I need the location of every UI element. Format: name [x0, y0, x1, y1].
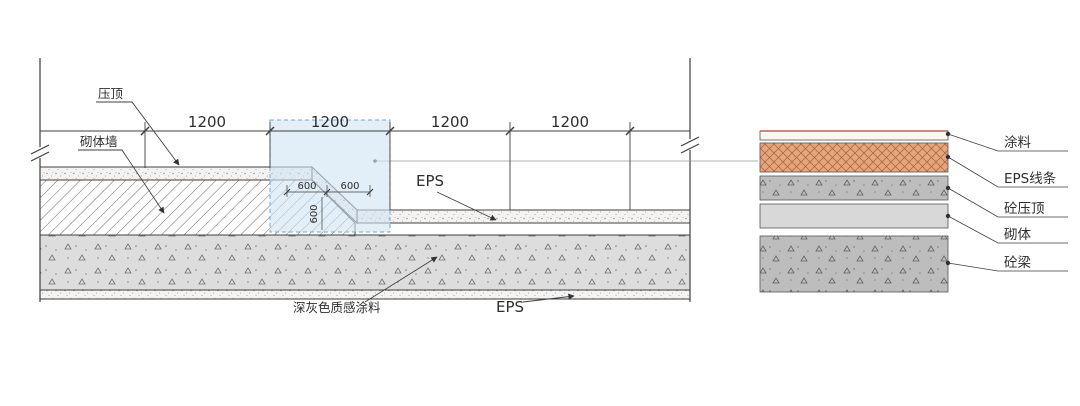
legend-leader-line — [947, 187, 1068, 218]
dark-gray-coating-leader-line — [364, 256, 438, 303]
coping-leader-line — [96, 101, 180, 166]
dim-tick — [265, 126, 275, 136]
dim-tick — [366, 188, 374, 196]
legend-swatch-masonry — [759, 203, 949, 229]
dark-gray-coating-label: 深灰色质感涂料 — [293, 300, 381, 315]
legend-callout-concrete-coping: 砼压顶 — [945, 185, 1068, 218]
legend-callout-coating: 涂料 — [945, 131, 1068, 152]
legend-swatch-eps-line — [759, 142, 949, 173]
render-band-lower — [356, 209, 691, 224]
legend-leader-line — [947, 262, 1068, 272]
break-symbol — [680, 136, 700, 147]
legend-label-concrete-coping: 砼压顶 — [1004, 201, 1045, 217]
legend-label-coating: 涂料 — [1004, 135, 1032, 151]
legend-callout-masonry: 砌体 — [945, 213, 1068, 244]
dim-tick — [505, 126, 515, 136]
legend-swatch-coating — [759, 130, 949, 141]
eps-lower-label: EPS — [496, 298, 524, 316]
legend-callout-eps-line: EPS线条 — [945, 154, 1068, 188]
left-boundary-line — [30, 58, 50, 302]
legend-swatch-concrete-coping — [759, 175, 949, 201]
legend-label-masonry: 砌体 — [1004, 227, 1032, 243]
dim-tick — [283, 188, 291, 196]
callout-eps-lower: EPS — [496, 293, 575, 316]
break-symbol — [30, 151, 50, 162]
dim-tick — [140, 126, 150, 136]
dim-1200-4: 1200 — [551, 113, 589, 131]
dim-600-2: 600 — [340, 181, 359, 192]
legend-label-concrete-beam: 砼梁 — [1004, 255, 1032, 271]
dim-600-vertical: 600 — [309, 204, 320, 223]
dim-600-1: 600 — [297, 181, 316, 192]
legend-leader-line — [947, 133, 1068, 152]
dimension-line — [40, 122, 690, 210]
callout-masonry-wall: 砌体墙 — [78, 134, 165, 214]
masonry-wall-label: 砌体墙 — [80, 134, 118, 149]
dim-1200-3: 1200 — [431, 113, 469, 131]
detail-highlight-box — [269, 119, 391, 233]
dim-tick — [323, 188, 331, 196]
legend: 涂料 EPS线条 砼压顶 砌体 砼梁 — [759, 130, 1068, 293]
right-boundary-line — [680, 58, 700, 302]
eps-bottom-band — [39, 289, 691, 300]
break-symbol — [30, 144, 50, 155]
masonry-wall-leader-line — [78, 149, 165, 214]
main-section: 1200 1200 1200 1200 600 600 600 压顶 砌体墙 E… — [30, 58, 758, 316]
eps-upper-label: EPS — [416, 172, 444, 190]
legend-label-eps-line: EPS线条 — [1004, 170, 1057, 187]
break-symbol — [680, 143, 700, 154]
dim-1200-2: 1200 — [311, 113, 349, 131]
dim-tick — [625, 126, 635, 136]
callout-dark-gray-coating: 深灰色质感涂料 — [293, 256, 438, 315]
callout-eps-upper: EPS — [416, 172, 497, 221]
legend-callout-concrete-beam: 砼梁 — [945, 255, 1068, 272]
step-dimensions — [283, 185, 374, 230]
coping-label: 压顶 — [98, 86, 124, 101]
concrete-beam-band — [39, 234, 691, 291]
eps-lower-leader-line — [522, 293, 575, 303]
legend-leader-line — [947, 156, 1068, 188]
callout-coping: 压顶 — [96, 86, 180, 166]
legend-leader-line — [947, 215, 1068, 244]
legend-swatch-concrete-beam — [759, 235, 949, 293]
dim-1200-1: 1200 — [188, 113, 226, 131]
dim-tick — [385, 126, 395, 136]
eps-upper-leader-line — [436, 191, 497, 221]
